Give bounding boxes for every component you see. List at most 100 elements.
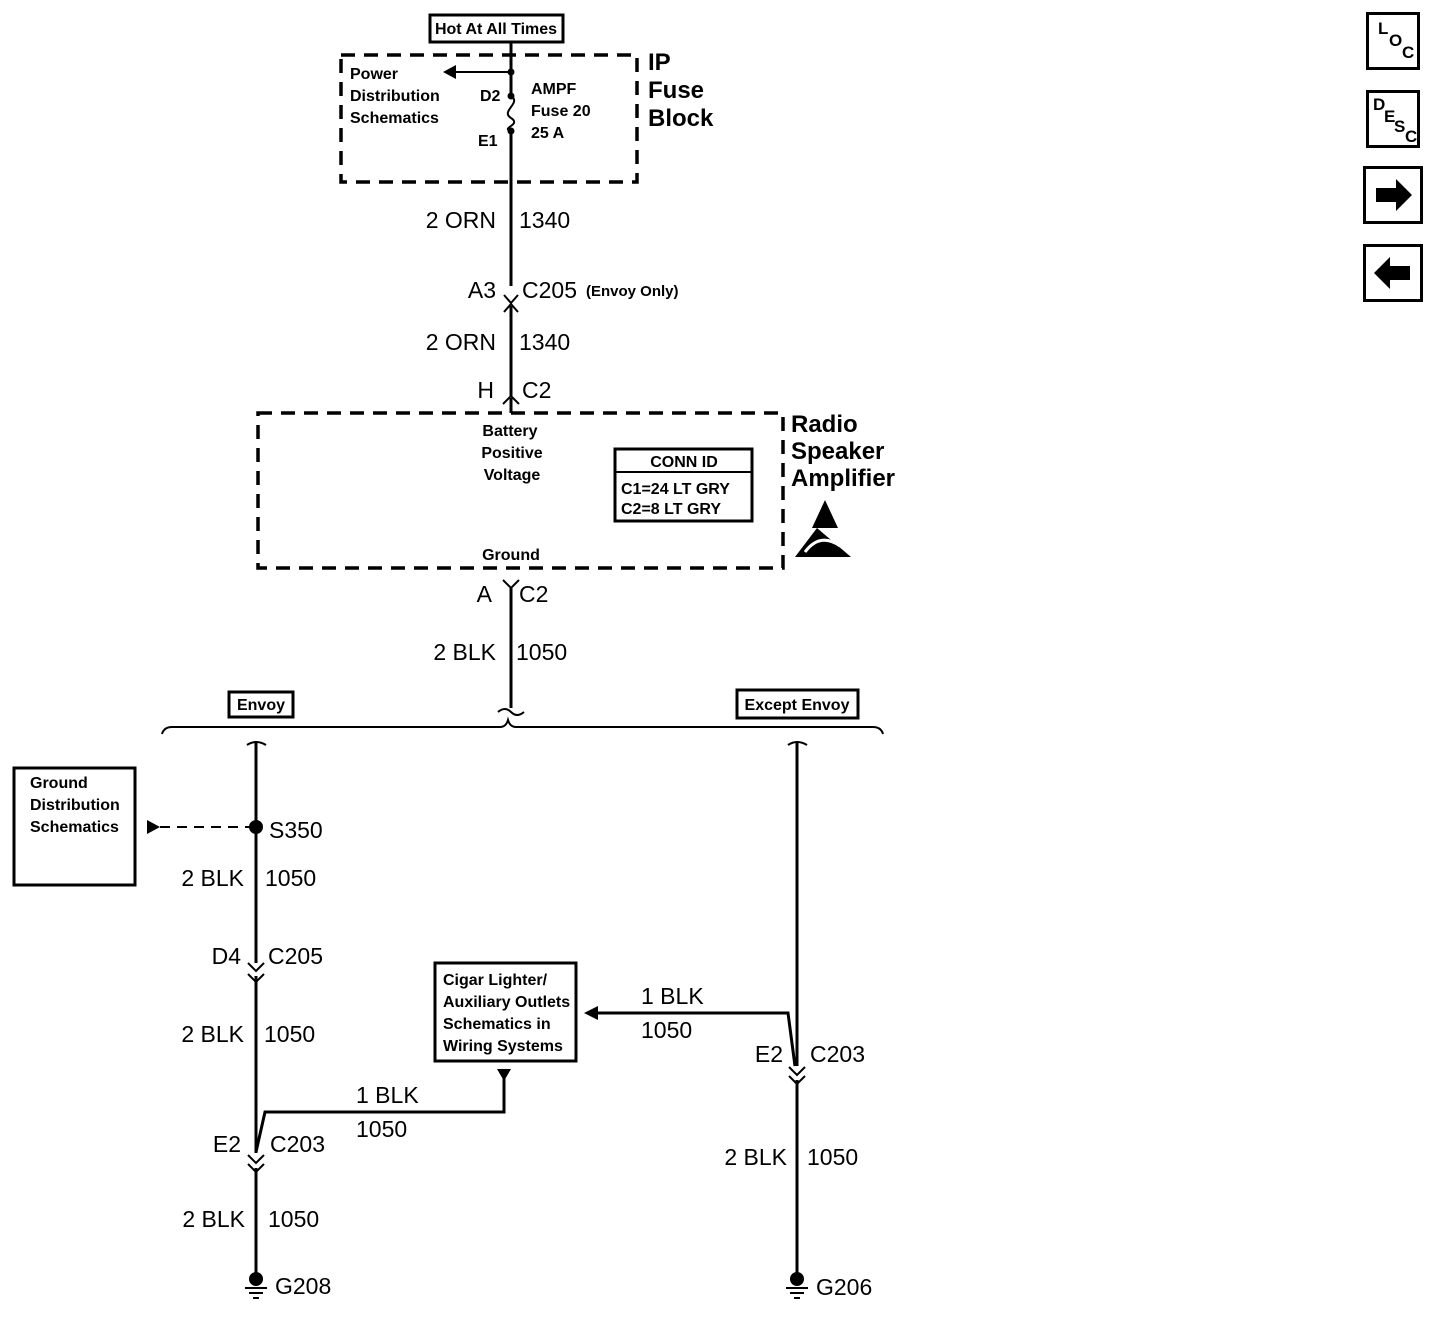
svg-text:C1=24 LT GRY: C1=24 LT GRY: [621, 481, 730, 498]
svg-text:Except Envoy: Except Envoy: [745, 697, 850, 714]
svg-text:Radio: Radio: [791, 411, 858, 438]
svg-text:2 BLK: 2 BLK: [433, 639, 496, 665]
svg-text:Wiring Systems: Wiring Systems: [443, 1038, 563, 1055]
svg-text:1050: 1050: [807, 1144, 858, 1170]
svg-text:G206: G206: [816, 1274, 872, 1300]
hot-at-all-times-label: Hot At All Times: [428, 13, 565, 44]
svg-text:AMPF: AMPF: [531, 81, 577, 98]
next-page-button[interactable]: [1363, 166, 1423, 224]
svg-text:1050: 1050: [265, 865, 316, 891]
svg-text:1340: 1340: [519, 329, 570, 355]
connector-c205: A3 C205 (Envoy Only): [468, 277, 679, 313]
connector-c205-d4: D4 C205: [212, 943, 323, 984]
svg-text:C205: C205: [268, 943, 323, 969]
svg-text:Ground: Ground: [482, 547, 540, 564]
ground-distribution-reference[interactable]: Ground Distribution Schematics: [12, 766, 137, 887]
svg-text:Schematics: Schematics: [30, 819, 119, 836]
svg-text:A: A: [477, 581, 493, 607]
ground-g208-icon: [245, 1272, 267, 1299]
previous-page-button[interactable]: [1363, 244, 1423, 302]
power-distribution-reference[interactable]: Power Distribution Schematics: [350, 66, 440, 127]
conn-id-table: CONN ID C1=24 LT GRY C2=8 LT GRY: [613, 447, 754, 523]
svg-text:25 A: 25 A: [531, 125, 565, 142]
svg-text:Cigar Lighter/: Cigar Lighter/: [443, 972, 548, 989]
option-brace: Envoy Except Envoy: [161, 688, 884, 735]
svg-text:Power: Power: [350, 66, 398, 83]
arrow-down-icon: [497, 1069, 511, 1081]
fuse-symbol-icon: [506, 95, 516, 132]
splice-s350: [249, 820, 263, 834]
svg-text:2 BLK: 2 BLK: [182, 1206, 245, 1232]
ip-fuse-block: IP Fuse Block Power Distribution Schemat…: [339, 42, 714, 184]
ground-g206-icon: [786, 1272, 808, 1299]
loc-letter: C: [1402, 43, 1415, 62]
envoy-branch-label: [227, 690, 295, 719]
except-envoy-branch-label: [735, 688, 860, 720]
desc-button[interactable]: D E S C: [1366, 90, 1420, 148]
svg-text:G208: G208: [275, 1273, 331, 1299]
svg-text:Fuse: Fuse: [648, 77, 704, 104]
right-arrow-icon: [1376, 179, 1412, 211]
svg-text:1340: 1340: [519, 207, 570, 233]
svg-text:2 BLK: 2 BLK: [181, 1021, 244, 1047]
svg-text:1050: 1050: [641, 1017, 692, 1043]
cigar-lighter-reference[interactable]: Cigar Lighter/ Auxiliary Outlets Schemat…: [433, 961, 578, 1063]
svg-text:Voltage: Voltage: [484, 467, 541, 484]
connector-c2-bottom: A C2: [477, 579, 548, 607]
svg-text:1050: 1050: [268, 1206, 319, 1232]
svg-text:Schematics in: Schematics in: [443, 1016, 551, 1033]
svg-text:C203: C203: [810, 1041, 865, 1067]
connector-c2-top: H C2: [477, 377, 551, 405]
svg-text:Envoy: Envoy: [237, 697, 285, 714]
svg-text:E2: E2: [755, 1041, 783, 1067]
svg-text:C2: C2: [522, 377, 551, 403]
svg-text:C203: C203: [270, 1131, 325, 1157]
svg-text:2 ORN: 2 ORN: [426, 207, 496, 233]
svg-text:A3: A3: [468, 277, 496, 303]
svg-text:Hot At All Times: Hot At All Times: [435, 21, 557, 38]
loc-letter: O: [1389, 31, 1403, 50]
desc-letter: E: [1384, 107, 1396, 126]
svg-text:1 BLK: 1 BLK: [356, 1082, 419, 1108]
svg-text:Distribution: Distribution: [350, 88, 440, 105]
esd-warning-icon: [795, 500, 851, 557]
svg-text:2 ORN: 2 ORN: [426, 329, 496, 355]
svg-text:E1: E1: [478, 133, 498, 150]
desc-letter: S: [1394, 117, 1406, 136]
loc-button[interactable]: L O C: [1366, 12, 1420, 70]
connector-c203-right: E2 C203: [755, 1041, 865, 1086]
desc-letter: D: [1373, 95, 1386, 114]
svg-text:C205: C205: [522, 277, 577, 303]
svg-text:(Envoy Only): (Envoy Only): [586, 283, 679, 300]
svg-text:Distribution: Distribution: [30, 797, 120, 814]
svg-text:Amplifier: Amplifier: [791, 465, 895, 492]
svg-text:1050: 1050: [264, 1021, 315, 1047]
svg-text:2 BLK: 2 BLK: [724, 1144, 787, 1170]
svg-text:Battery: Battery: [482, 423, 537, 440]
svg-text:Speaker: Speaker: [791, 438, 884, 465]
arrow-left-icon: [584, 1006, 598, 1020]
svg-text:H: H: [477, 377, 494, 403]
loc-letter: L: [1378, 19, 1389, 38]
desc-letter: C: [1405, 127, 1418, 146]
svg-text:CONN ID: CONN ID: [650, 454, 718, 471]
svg-text:C2=8 LT GRY: C2=8 LT GRY: [621, 501, 721, 518]
svg-text:Positive: Positive: [481, 445, 542, 462]
svg-text:D2: D2: [480, 88, 501, 105]
svg-text:1 BLK: 1 BLK: [641, 983, 704, 1009]
svg-text:D4: D4: [212, 943, 242, 969]
svg-text:1050: 1050: [516, 639, 567, 665]
svg-text:Fuse 20: Fuse 20: [531, 103, 591, 120]
svg-text:E2: E2: [213, 1131, 241, 1157]
left-arrow-icon: [1374, 257, 1410, 289]
svg-text:Block: Block: [648, 105, 714, 132]
svg-text:IP: IP: [648, 49, 671, 76]
arrow-right-icon: [147, 820, 160, 834]
radio-speaker-amplifier: Radio Speaker Amplifier Battery Positive…: [256, 411, 895, 570]
svg-text:S350: S350: [269, 817, 323, 843]
svg-text:2 BLK: 2 BLK: [181, 865, 244, 891]
svg-text:Auxiliary Outlets: Auxiliary Outlets: [443, 994, 570, 1011]
svg-text:Ground: Ground: [30, 775, 88, 792]
svg-text:C2: C2: [519, 581, 548, 607]
